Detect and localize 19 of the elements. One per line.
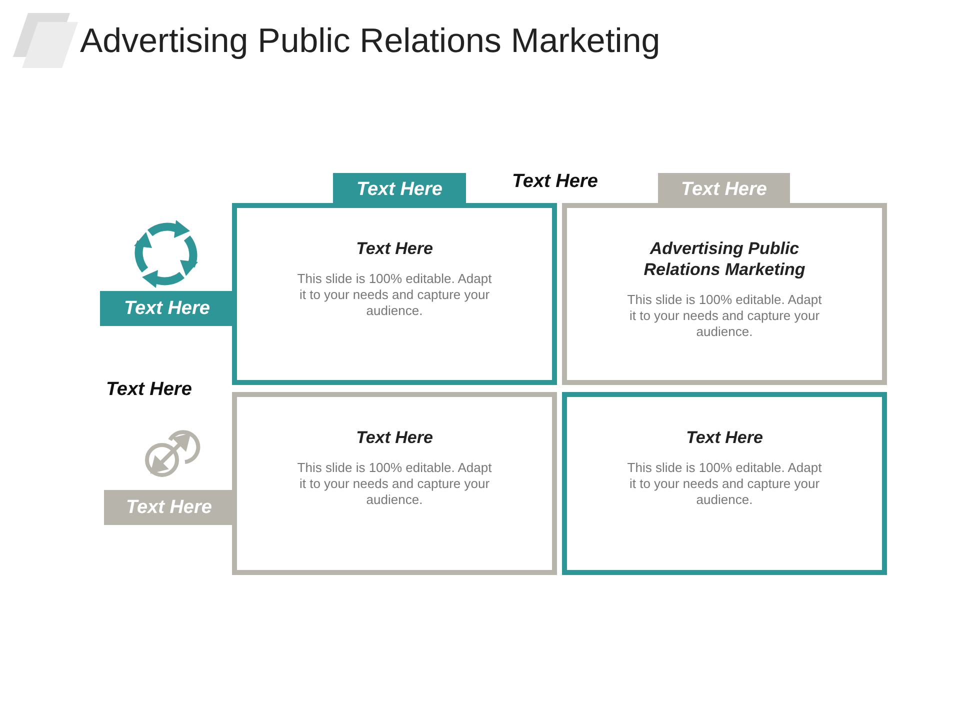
floating-label: Text Here bbox=[512, 171, 598, 193]
floating-label: Text Here bbox=[106, 379, 192, 401]
tab-label: Text Here bbox=[104, 490, 234, 525]
tab-label: Text Here bbox=[333, 173, 466, 206]
card-body-text: This slide is 100% editable. Adapt it to your needs and capture your audience. bbox=[627, 292, 822, 340]
tab-label: Text Here bbox=[100, 291, 234, 326]
card-heading: Text Here bbox=[356, 427, 433, 448]
card-heading: Advertising Public Relations Marketing bbox=[642, 238, 806, 280]
card-heading: Text Here bbox=[686, 427, 763, 448]
content-card bbox=[562, 392, 887, 575]
card-body-text: This slide is 100% editable. Adapt it to your needs and capture your audience. bbox=[297, 460, 492, 508]
card-heading: Text Here bbox=[356, 238, 433, 259]
content-card bbox=[232, 203, 557, 385]
content-card bbox=[562, 203, 887, 385]
card-body-text: This slide is 100% editable. Adapt it to your needs and capture your audience. bbox=[627, 460, 822, 508]
slide-title: Advertising Public Relations Marketing bbox=[80, 22, 660, 61]
card-body-text: This slide is 100% editable. Adapt it to your needs and capture your audience. bbox=[297, 271, 492, 319]
tab-label: Text Here bbox=[658, 173, 790, 206]
content-card bbox=[232, 392, 557, 575]
